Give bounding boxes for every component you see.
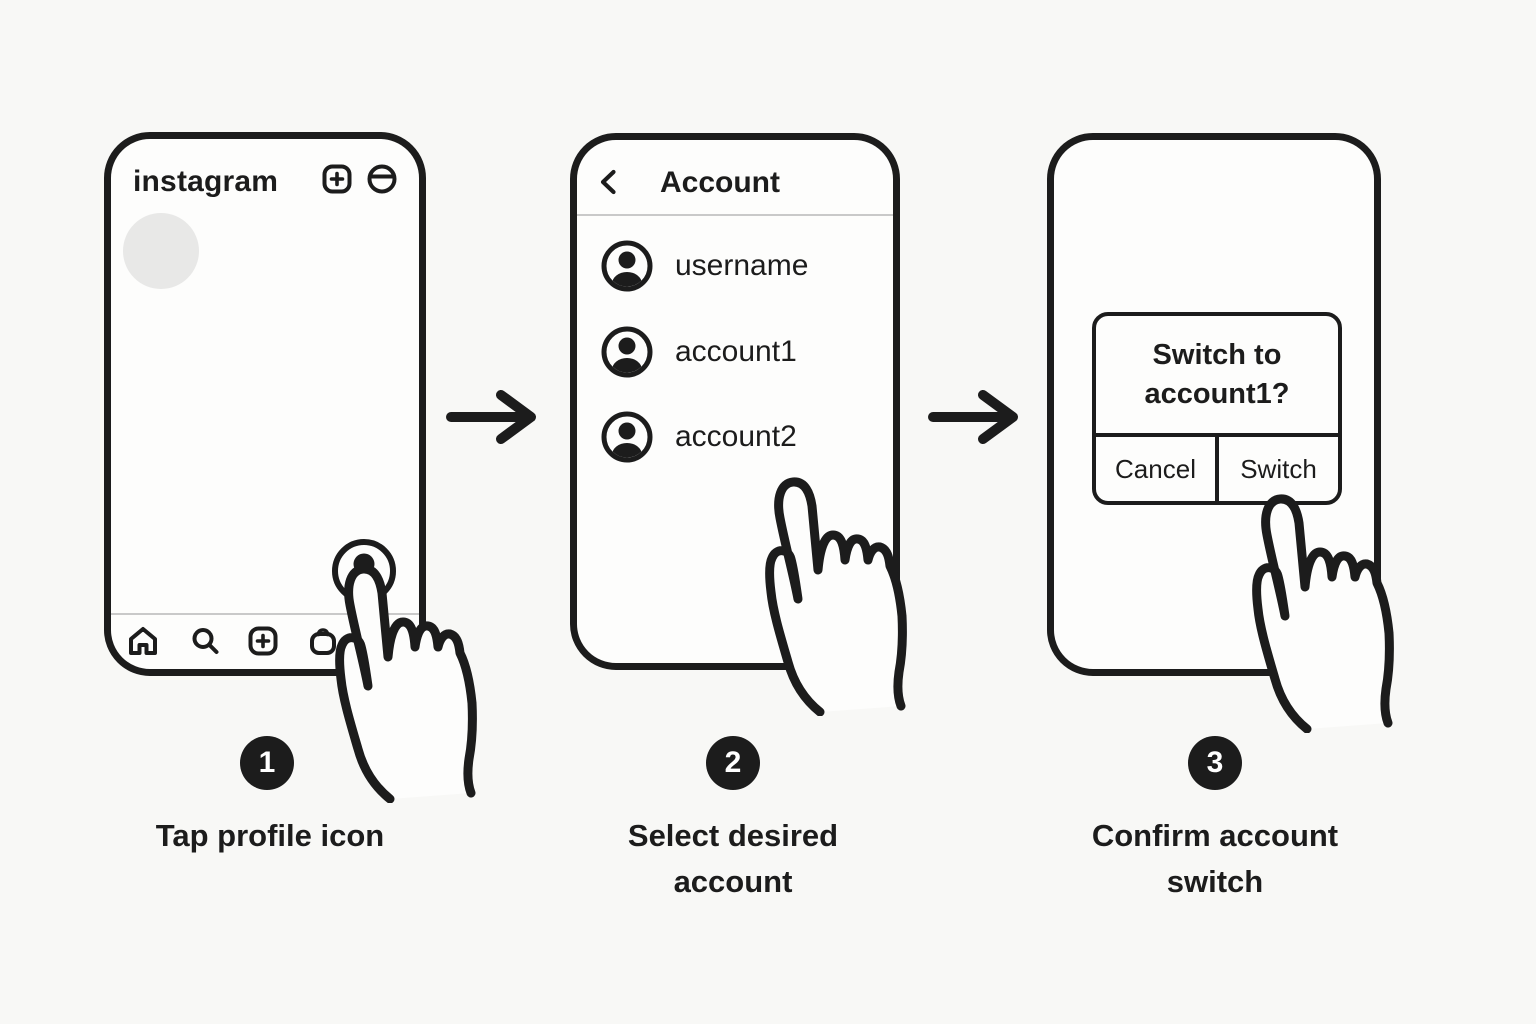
menu-icon[interactable] bbox=[367, 164, 397, 194]
create-post-icon[interactable] bbox=[322, 164, 352, 194]
account-row-account2[interactable]: account2 bbox=[601, 411, 797, 463]
account-row-username[interactable]: username bbox=[601, 240, 808, 292]
story-avatar-placeholder bbox=[123, 213, 199, 289]
account-label: username bbox=[675, 249, 809, 282]
step-caption-1: Tap profile icon bbox=[155, 818, 385, 853]
app-title: instagram bbox=[133, 165, 279, 198]
step-caption-2: Select desired account bbox=[627, 818, 839, 899]
step-number: 2 bbox=[724, 746, 742, 779]
step-arrow-icon bbox=[446, 390, 536, 444]
dialog-buttons: Cancel Switch bbox=[1096, 433, 1338, 501]
user-avatar-icon bbox=[601, 411, 653, 463]
phone-step2: Account username account1 bbox=[570, 133, 900, 670]
account-row-account1[interactable]: account1 bbox=[601, 326, 797, 378]
search-icon[interactable] bbox=[190, 626, 220, 656]
tap-hand-icon bbox=[1237, 473, 1397, 733]
account-label: account1 bbox=[675, 335, 797, 368]
dialog-message-line2: account1? bbox=[1144, 377, 1290, 410]
header-divider bbox=[577, 214, 893, 216]
shop-icon[interactable] bbox=[307, 625, 339, 657]
back-chevron-icon[interactable] bbox=[596, 169, 622, 195]
page-title: Account bbox=[660, 166, 780, 199]
step-caption-3: Confirm account switch bbox=[1091, 818, 1339, 899]
dialog-message: Switch to account1? bbox=[1096, 316, 1338, 433]
home-icon[interactable] bbox=[127, 626, 159, 656]
switch-button[interactable]: Switch bbox=[1215, 437, 1338, 501]
step-badge-1: 1 bbox=[240, 736, 294, 790]
account-label: account2 bbox=[675, 420, 797, 453]
dialog-message-line1: Switch to bbox=[1152, 338, 1282, 371]
cancel-button[interactable]: Cancel bbox=[1115, 453, 1196, 484]
step-badge-2: 2 bbox=[706, 736, 760, 790]
create-post-nav-icon[interactable] bbox=[248, 626, 278, 656]
navbar-divider bbox=[111, 613, 419, 615]
tap-hand-icon bbox=[320, 543, 480, 803]
phone-step1: instagram bbox=[104, 132, 426, 676]
step-arrow-icon bbox=[928, 390, 1018, 444]
switch-account-dialog: Switch to account1? Cancel Switch bbox=[1092, 312, 1342, 505]
user-avatar-icon bbox=[601, 326, 653, 378]
step-badge-3: 3 bbox=[1188, 736, 1242, 790]
user-avatar-icon bbox=[601, 240, 653, 292]
step-number: 1 bbox=[258, 746, 276, 779]
tap-hand-icon bbox=[750, 456, 910, 716]
step-number: 3 bbox=[1206, 746, 1224, 779]
